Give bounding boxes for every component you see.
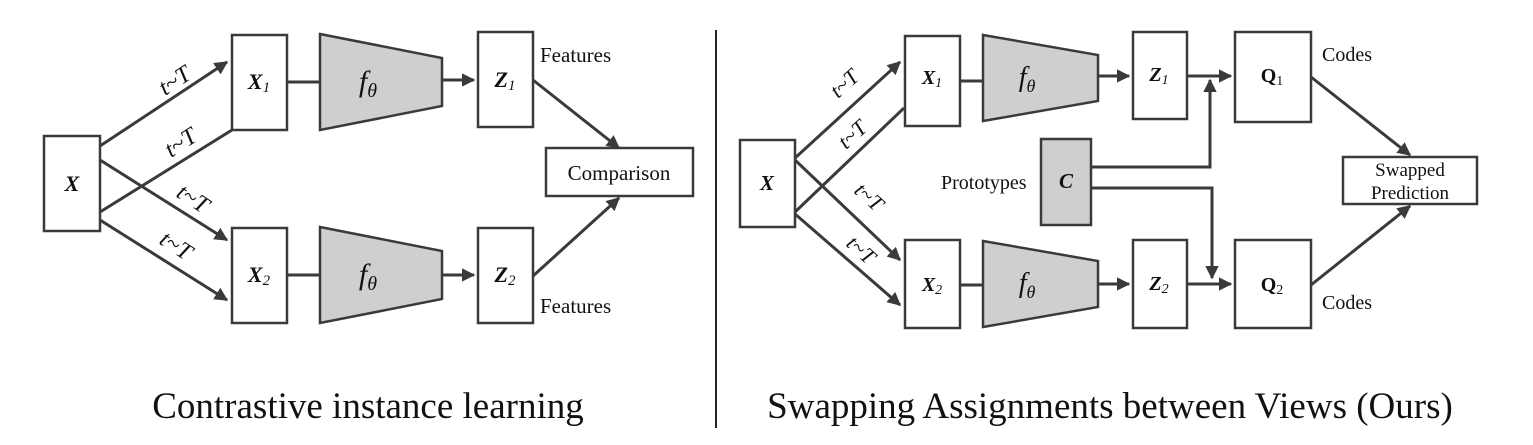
edge-z2-to-comparison	[531, 196, 621, 278]
prototypes-label: Prototypes	[941, 172, 1027, 194]
feature1-label: Z1	[494, 67, 516, 94]
aug-label-1: t~T	[825, 63, 866, 103]
view2-box	[903, 238, 962, 330]
aug-label-3: t~T	[850, 177, 891, 217]
view1-box	[903, 34, 962, 128]
view2-label: X2	[247, 262, 271, 289]
encoder-bottom	[981, 239, 1100, 329]
code2-label: Q2	[1261, 274, 1284, 298]
right-title: Swapping Assignments between Views (Ours…	[767, 386, 1453, 427]
edge-z1-to-comparison	[532, 78, 621, 150]
edge-c-to-bottom	[1091, 186, 1219, 280]
codes-label-top: Codes	[1322, 44, 1372, 66]
left-panel: t~T t~T t~T t~T X X1 X2 fθ fθ	[42, 30, 695, 427]
view1-label: X1	[247, 69, 270, 96]
prediction-box	[1341, 155, 1479, 206]
feature2-box	[476, 226, 535, 325]
edge-c-to-top	[1091, 78, 1217, 169]
right-panel: t~T t~T t~T t~T X X1	[738, 30, 1479, 427]
view2-box	[230, 226, 289, 325]
codes-label-bottom: Codes	[1322, 292, 1372, 314]
code1-label: Q1	[1261, 65, 1284, 89]
feature2-box	[1131, 238, 1189, 330]
encoder-top	[318, 32, 444, 132]
view1-label: X1	[921, 67, 942, 91]
input-box	[738, 138, 797, 229]
feature1-box	[1131, 30, 1189, 121]
prediction-label-line1: Swapped	[1375, 160, 1445, 181]
prediction-label-line2: Prediction	[1371, 183, 1450, 204]
aug-label-4: t~T	[155, 226, 198, 267]
edge-x-to-x1-cross	[99, 128, 233, 214]
edge-x-to-x2-lower	[794, 212, 902, 307]
feature1-box	[476, 30, 535, 129]
feature2-label: Z2	[1148, 273, 1168, 297]
view2-label: X2	[921, 274, 942, 298]
edge-q2-to-prediction	[1310, 204, 1412, 287]
input-box	[42, 134, 102, 233]
edge-x-to-x2-cross	[793, 158, 902, 262]
edge-x-to-x1-cross	[793, 106, 906, 214]
prototypes-box	[1039, 137, 1093, 227]
features-label-top: Features	[540, 43, 611, 67]
prototypes-symbol: C	[1059, 169, 1074, 193]
edge-x-to-x1	[793, 60, 902, 160]
features-label-bottom: Features	[540, 294, 611, 318]
comparison-label: Comparison	[568, 161, 671, 185]
edge-q1-to-prediction	[1310, 75, 1412, 157]
edge-x-to-x2-lower	[99, 218, 229, 302]
input-label: X	[64, 171, 81, 196]
aug-label-1: t~T	[154, 60, 197, 101]
feature1-label: Z1	[1148, 64, 1168, 88]
view1-box	[230, 33, 289, 132]
code1-box	[1233, 30, 1313, 124]
code2-box	[1233, 238, 1313, 330]
encoder-bottom-label: fθ	[1019, 268, 1036, 302]
encoder-top-label: fθ	[1019, 62, 1036, 96]
input-label: X	[759, 171, 775, 195]
comparison-box	[544, 146, 695, 198]
aug-label-2: t~T	[160, 122, 203, 163]
encoder-top	[981, 33, 1100, 123]
left-title: Contrastive instance learning	[152, 386, 584, 427]
encoder-bottom	[318, 225, 444, 325]
aug-label-3: t~T	[172, 179, 215, 220]
feature2-label: Z2	[494, 262, 516, 289]
edge-x-to-x1	[99, 60, 229, 148]
edge-x-to-x2	[99, 158, 229, 242]
